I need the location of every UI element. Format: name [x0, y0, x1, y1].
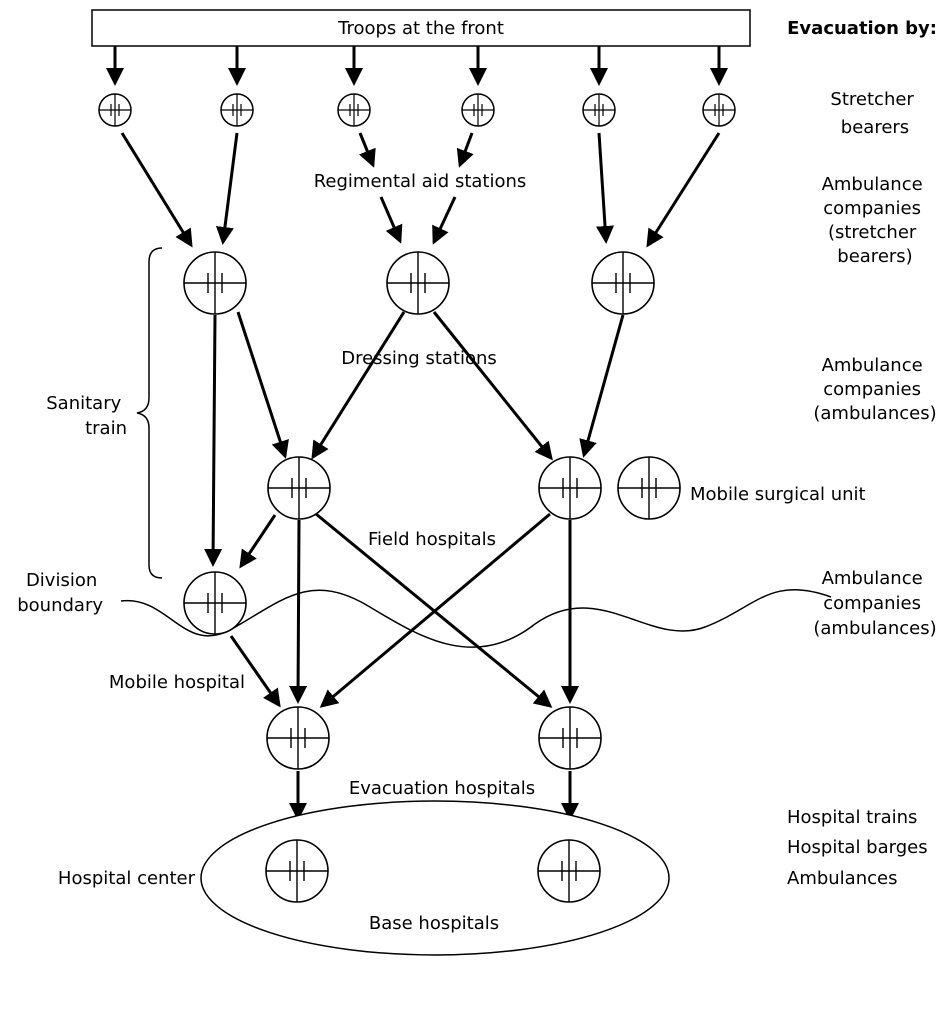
regimental-aid-station-5-symbol [582, 93, 616, 127]
dressing-station-1-symbol [183, 251, 247, 315]
stretcher-bearers-line-2: bearers [841, 117, 909, 138]
hospital-center-ellipse [200, 800, 670, 956]
ambulance-companies-ambulances-1-line-2: companies [823, 379, 921, 400]
mobile-surgical-unit-label: Mobile surgical unit [690, 484, 866, 505]
hospital-center-label: Hospital center [58, 868, 196, 889]
hospital-barges-label: Hospital barges [787, 837, 928, 858]
flow-arrow [456, 132, 474, 168]
evacuation-by-header: Evacuation by: [787, 18, 937, 39]
flow-arrow [239, 514, 277, 569]
flow-arrow [315, 512, 553, 708]
division-boundary-line-1: Division [26, 570, 97, 591]
division-boundary-label: Division boundary [17, 570, 103, 616]
ambulance-companies-ambulances-2-label: Ambulance companies (ambulances) [813, 568, 936, 639]
field-hospital-1-symbol [267, 456, 331, 520]
flow-arrow [204, 314, 223, 567]
flow-arrow [646, 132, 721, 248]
base-hospital-2-symbol [537, 839, 601, 903]
dressing-stations-label: Dressing stations [341, 348, 497, 369]
dressing-station-3-symbol [591, 251, 655, 315]
flow-arrow [432, 311, 553, 461]
diagram-labels: Regimental aid stations Dressing station… [17, 171, 865, 934]
ambulance-companies-ambulances-2-line-3: (ambulances) [813, 618, 936, 639]
flow-arrow [120, 132, 193, 248]
sanitary-train-line-1: Sanitary [46, 393, 121, 414]
troops-box [91, 9, 751, 47]
flow-arrow [358, 132, 376, 168]
ambulance-companies-stretcher-line-1: Ambulance [822, 174, 923, 195]
field-hospitals-label: Field hospitals [368, 529, 496, 550]
base-hospital-1-symbol [265, 839, 329, 903]
hospital-trains-label: Hospital trains [787, 807, 917, 828]
regimental-aid-station-2-symbol [220, 93, 254, 127]
flow-arrow [229, 635, 281, 708]
stretcher-bearers-line-1: Stretcher [830, 89, 914, 110]
ambulance-companies-stretcher-line-3: (stretcher [828, 222, 917, 243]
sanitary-train-label: Sanitary train [46, 393, 127, 439]
mobile-hospital-label: Mobile hospital [109, 672, 245, 693]
mobile-surgical-unit-symbol [617, 456, 681, 520]
flow-arrow [596, 132, 615, 244]
flow-arrow [432, 196, 457, 245]
base-hospitals-label: Base hospitals [369, 913, 499, 934]
troops-label: Troops at the front [337, 18, 504, 39]
evacuation-arrows [106, 46, 728, 821]
regimental-aid-station-3-symbol [337, 93, 371, 127]
ambulance-companies-ambulances-2-line-1: Ambulance [822, 568, 923, 589]
ambulance-companies-ambulances-2-line-2: companies [823, 593, 921, 614]
regimental-aid-station-6-symbol [702, 93, 736, 127]
flow-arrow [311, 311, 406, 460]
sanitary-train-line-2: train [85, 418, 127, 439]
ambulance-companies-ambulances-1-line-3: (ambulances) [813, 403, 936, 424]
flow-arrow [215, 132, 239, 245]
flow-arrow [579, 314, 625, 458]
ambulance-companies-ambulances-1-label: Ambulance companies (ambulances) [813, 355, 936, 424]
sanitary-train-brace [136, 247, 163, 579]
flow-arrow [319, 512, 551, 708]
evacuation-hospitals-label: Evacuation hospitals [349, 778, 535, 799]
regimental-aid-station-4-symbol [461, 93, 495, 127]
flow-arrow [236, 311, 289, 459]
ambulance-companies-stretcher-line-2: companies [823, 198, 921, 219]
dressing-station-2-symbol [386, 251, 450, 315]
field-hospital-2-symbol [538, 456, 602, 520]
ambulance-companies-stretcher-line-4: bearers) [837, 246, 912, 267]
ambulance-companies-ambulances-1-line-1: Ambulance [822, 355, 923, 376]
evacuation-hospital-1-symbol [266, 706, 330, 770]
regimental-aid-station-1-symbol [98, 93, 132, 127]
ambulance-companies-stretcher-label: Ambulance companies (stretcher bearers) [822, 174, 929, 267]
flow-arrow [289, 519, 308, 704]
flow-arrow [379, 196, 403, 244]
mobile-hospital-symbol [183, 571, 247, 635]
evacuation-hospital-2-symbol [538, 706, 602, 770]
evacuation-by-column: Evacuation by: Stretcher bearers Ambulan… [787, 18, 937, 889]
regimental-aid-stations-label: Regimental aid stations [314, 171, 527, 192]
stretcher-bearers-label: Stretcher bearers [830, 89, 919, 138]
division-boundary-line-2: boundary [17, 595, 103, 616]
ambulances-label: Ambulances [787, 868, 897, 889]
